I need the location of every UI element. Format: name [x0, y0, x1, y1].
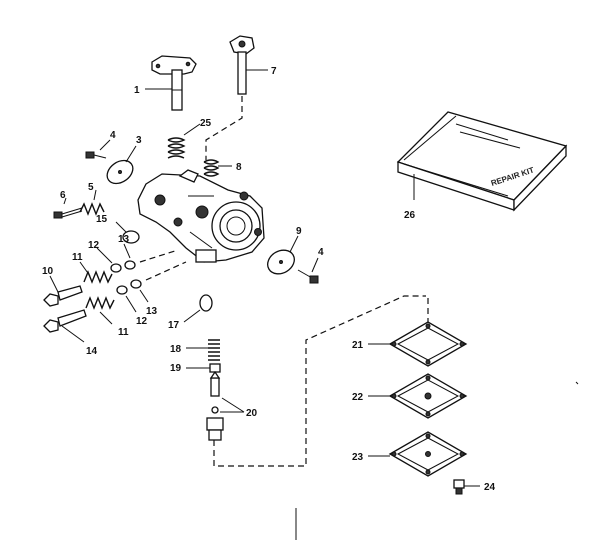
part-18-spring [186, 339, 220, 361]
label-25: 25 [200, 118, 212, 129]
carburetor-body [137, 169, 265, 263]
part-22-diaphragm [368, 373, 468, 419]
label-3: 3 [136, 135, 142, 146]
part-3-disc [106, 145, 137, 185]
part-9-plate [267, 235, 299, 275]
dashed-guide-7 [205, 96, 243, 160]
label-11-upper: 11 [72, 252, 83, 263]
part-10-needle-upper [43, 275, 83, 307]
part-5-spring [79, 189, 105, 216]
callout-labels: 1 7 25 4 3 8 6 5 15 13 12 11 10 9 4 13 1… [42, 66, 496, 493]
part-26-repair-kit: REPAIR KIT [396, 111, 568, 212]
part-7-choke-shaft [229, 35, 268, 95]
label-22: 22 [352, 392, 364, 403]
part-1-throttle-shaft [145, 55, 197, 111]
edge-mark [575, 381, 579, 385]
label-14: 14 [86, 346, 98, 357]
label-24: 24 [484, 482, 496, 493]
part-13-washer-lower [130, 279, 149, 303]
label-23: 23 [352, 452, 364, 463]
part-12-washer-lower [116, 285, 137, 313]
dashed-guide-upper [139, 249, 179, 263]
part-12-washer-upper [96, 247, 122, 273]
label-17: 17 [168, 320, 180, 331]
part-19-needle-valve [186, 363, 221, 373]
label-13-lower: 13 [146, 306, 158, 317]
label-19: 19 [170, 363, 182, 374]
label-6: 6 [60, 190, 66, 201]
label-5: 5 [88, 182, 94, 193]
part-17-plug [183, 294, 213, 323]
label-12-lower: 12 [136, 316, 148, 327]
part-14-needle-lower [43, 309, 87, 343]
part-6-screw [53, 197, 83, 219]
label-20: 20 [246, 408, 258, 419]
part-4-screw-right [297, 257, 319, 284]
label-18: 18 [170, 344, 182, 355]
part-4-screw-left [85, 139, 111, 159]
part-11-spring-upper [79, 261, 113, 284]
part-11-spring-lower [85, 296, 115, 325]
part-20-seat-assembly [206, 370, 245, 441]
dashed-guide-lower-assembly [213, 295, 426, 467]
dashed-guide-lower [145, 261, 187, 281]
label-4-right: 4 [318, 247, 324, 258]
label-7: 7 [271, 66, 277, 77]
part-13-washer-upper [123, 243, 136, 270]
label-10: 10 [42, 266, 54, 277]
label-15: 15 [96, 214, 108, 225]
part-23-cover [368, 431, 468, 477]
label-11-lower: 11 [118, 327, 129, 338]
label-21: 21 [352, 340, 364, 351]
label-8: 8 [236, 162, 242, 173]
label-13-upper: 13 [118, 234, 130, 245]
label-1: 1 [134, 85, 140, 96]
label-12-upper: 12 [88, 240, 100, 251]
label-26: 26 [404, 210, 416, 221]
part-24-screw [453, 479, 480, 495]
label-4-left: 4 [110, 130, 116, 141]
part-21-gasket [368, 321, 468, 367]
part-15-o-ring [115, 221, 140, 244]
part-8-spring [203, 159, 232, 177]
label-9: 9 [296, 226, 302, 237]
part-25-spring [167, 123, 201, 159]
